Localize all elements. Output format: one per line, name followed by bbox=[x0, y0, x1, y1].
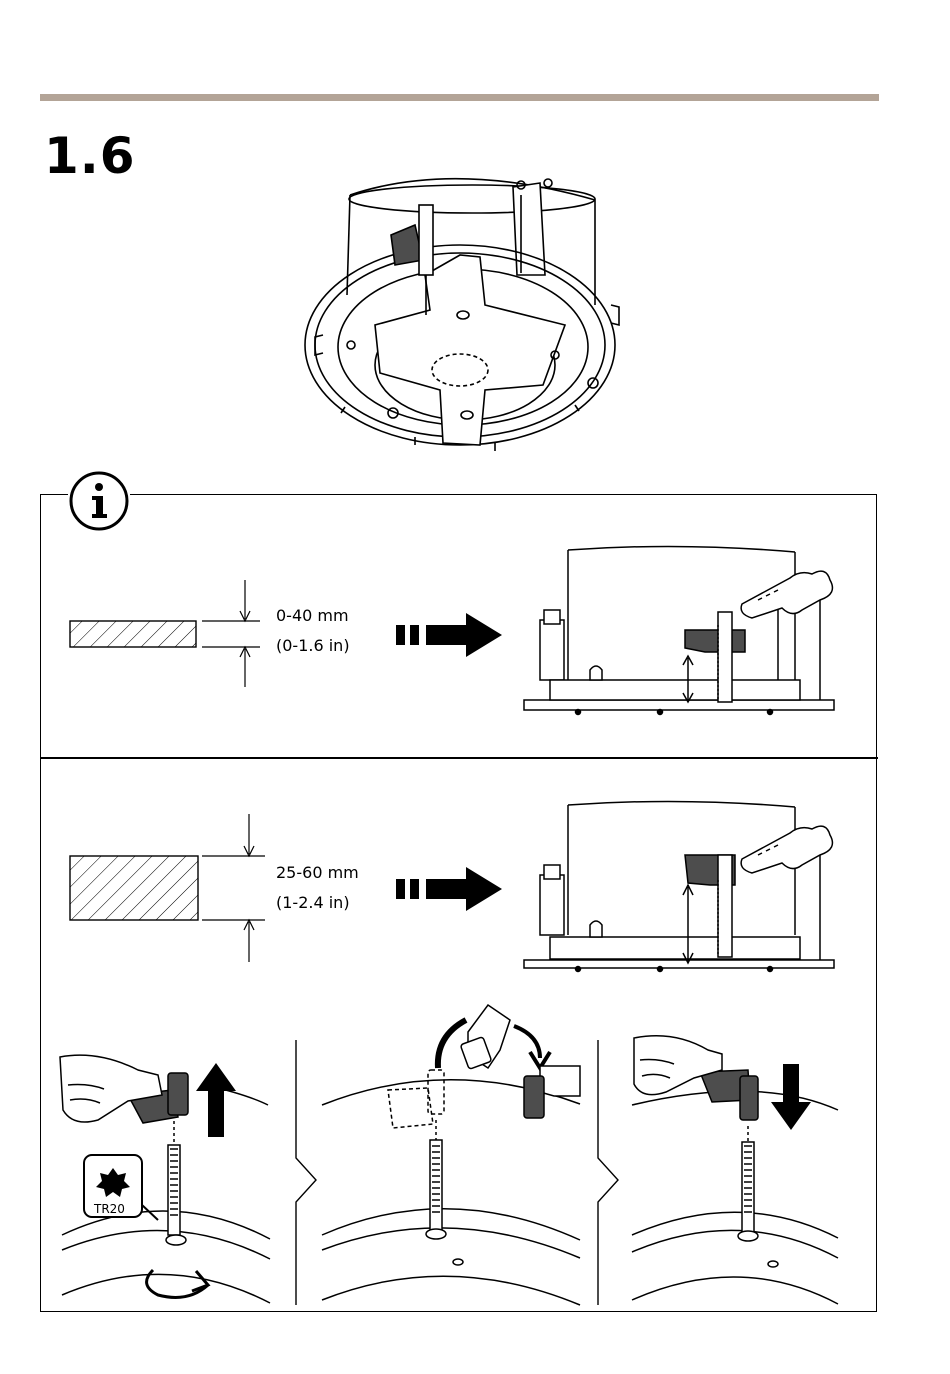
thickness-in-thick: (1-2.4 in) bbox=[276, 892, 350, 914]
header-rule bbox=[40, 94, 879, 101]
info-icon bbox=[68, 470, 130, 532]
thickness-in-thin: (0-1.6 in) bbox=[276, 635, 350, 657]
step-rotate-clamp-illustration bbox=[318, 1000, 590, 1307]
ceiling-section-thin bbox=[60, 575, 280, 695]
arrow-right-icon bbox=[396, 866, 506, 912]
tool-label: TR20 bbox=[94, 1202, 125, 1216]
ceiling-section-thick bbox=[60, 812, 280, 967]
step-lower-clamp-illustration bbox=[630, 1030, 845, 1307]
section-number: 1.6 bbox=[44, 128, 136, 184]
clamp-position-thick-illustration bbox=[520, 795, 840, 975]
frame-divider bbox=[40, 757, 878, 759]
thickness-mm-thin: 0-40 mm bbox=[276, 605, 349, 627]
mount-housing-illustration bbox=[295, 175, 635, 460]
thickness-mm-thick: 25-60 mm bbox=[276, 862, 359, 884]
arrow-right-icon bbox=[396, 612, 506, 658]
clamp-position-thin-illustration bbox=[520, 540, 840, 720]
step-lift-clamp-illustration bbox=[58, 1045, 293, 1307]
